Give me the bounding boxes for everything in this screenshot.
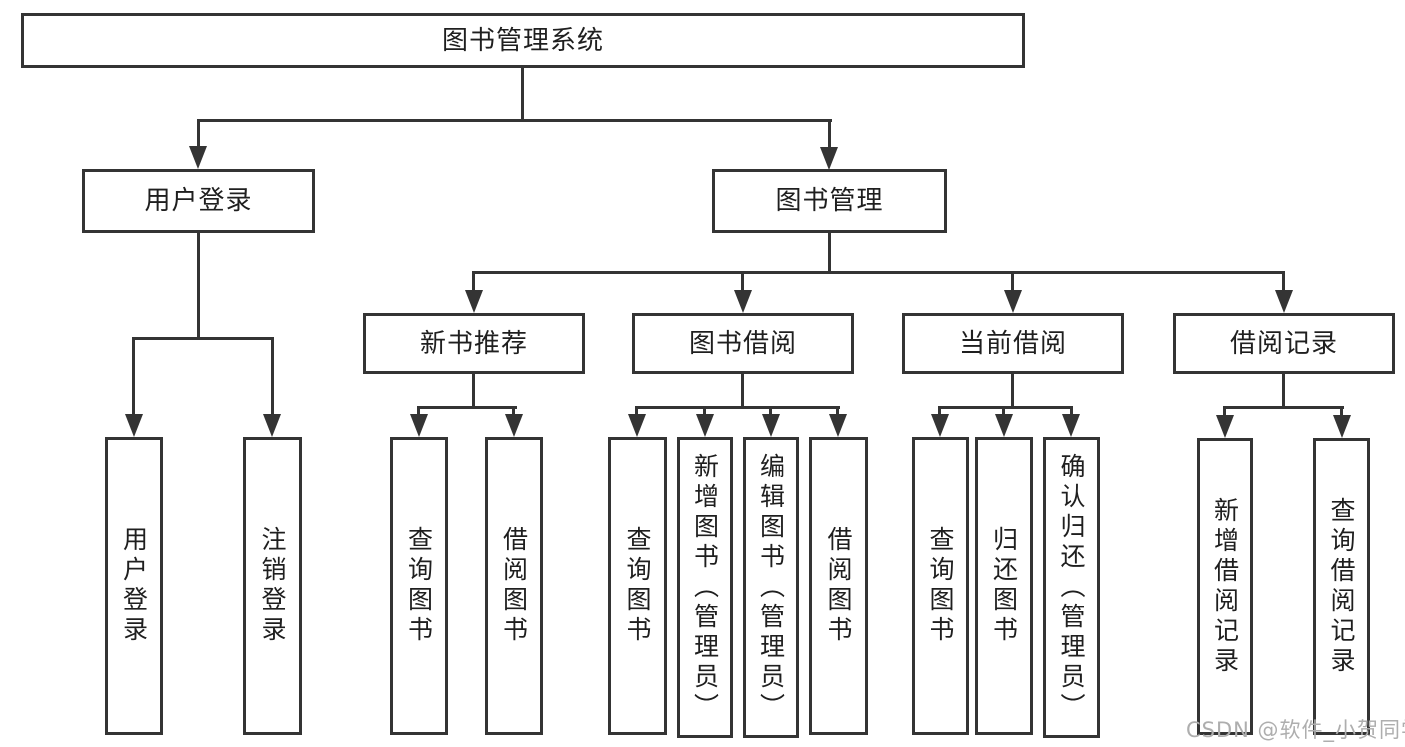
connector-leaf-drop	[769, 406, 772, 418]
connector-branch-drop	[741, 271, 744, 293]
node-borrowing-records: 借阅记录	[1173, 313, 1395, 374]
arrow-down-icon	[1333, 415, 1351, 438]
arrow-down-icon	[465, 290, 483, 313]
connector-login-bar	[132, 337, 274, 340]
leaf-confirm-return-admin: 确认归还（管理员）	[1043, 437, 1100, 738]
connector-book-mgmt-drop	[828, 119, 831, 149]
arrow-down-icon	[734, 290, 752, 313]
connector-branch-drop	[1282, 271, 1285, 293]
leaf-query-books: 查询图书	[912, 437, 969, 735]
connector-leaf-bar	[938, 406, 1073, 409]
arrow-down-icon	[696, 414, 714, 437]
connector-leaf-bar	[417, 406, 517, 409]
connector-root-stem	[521, 66, 524, 119]
connector-branch-stem	[741, 372, 744, 409]
connector-branch-stem	[1011, 372, 1014, 409]
connector-leaf-drop	[635, 406, 638, 418]
leaf-query-borrow-record: 查询借阅记录	[1313, 438, 1370, 735]
arrow-down-icon	[505, 414, 523, 437]
connector-book-mgmt-stem	[828, 231, 831, 274]
leaf-query-books: 查询图书	[390, 437, 448, 735]
arrow-down-icon	[125, 414, 143, 437]
connector-leaf-drop	[132, 337, 135, 417]
connector-level2-bar	[472, 271, 1285, 274]
leaf-logout: 注销登录	[243, 437, 302, 735]
arrow-down-icon	[820, 147, 838, 170]
arrow-down-icon	[1004, 290, 1022, 313]
arrow-down-icon	[1062, 414, 1080, 437]
connector-branch-drop	[1011, 271, 1014, 293]
arrow-down-icon	[1275, 290, 1293, 313]
node-book-management: 图书管理	[712, 169, 947, 233]
leaf-borrow-books: 借阅图书	[809, 437, 868, 735]
connector-branch-stem	[472, 372, 475, 409]
node-new-book-recommend: 新书推荐	[363, 313, 585, 374]
connector-leaf-drop	[938, 406, 941, 418]
leaf-add-books-admin: 新增图书（管理员）	[677, 437, 733, 738]
connector-leaf-drop	[836, 406, 839, 418]
csdn-watermark: CSDN @软件_小贺同学	[1186, 718, 1405, 742]
connector-leaf-bar	[1223, 406, 1344, 409]
connector-leaf-drop	[271, 337, 274, 417]
arrow-down-icon	[762, 414, 780, 437]
connector-user-login-stem	[197, 231, 200, 339]
connector-level1-bar	[197, 119, 832, 122]
node-book-borrowing: 图书借阅	[632, 313, 854, 374]
connector-leaf-bar	[635, 406, 840, 409]
leaf-borrow-books: 借阅图书	[485, 437, 543, 735]
connector-user-login-drop	[197, 119, 200, 149]
node-user-login: 用户登录	[82, 169, 315, 233]
arrow-down-icon	[931, 414, 949, 437]
arrow-down-icon	[189, 146, 207, 169]
leaf-user-login: 用户登录	[105, 437, 163, 735]
connector-branch-drop	[472, 271, 475, 293]
connector-leaf-drop	[1223, 406, 1226, 418]
node-current-borrowing: 当前借阅	[902, 313, 1124, 374]
connector-leaf-drop	[1002, 406, 1005, 418]
connector-leaf-drop	[703, 406, 706, 418]
leaf-edit-books-admin: 编辑图书（管理员）	[743, 437, 799, 738]
connector-leaf-drop	[1070, 406, 1073, 418]
leaf-return-books: 归还图书	[975, 437, 1033, 735]
node-library-system: 图书管理系统	[21, 13, 1025, 68]
arrow-down-icon	[829, 414, 847, 437]
arrow-down-icon	[263, 414, 281, 437]
leaf-add-borrow-record: 新增借阅记录	[1197, 438, 1253, 735]
connector-leaf-drop	[512, 406, 515, 418]
arrow-down-icon	[410, 414, 428, 437]
connector-branch-stem	[1282, 372, 1285, 409]
arrow-down-icon	[1216, 415, 1234, 438]
connector-leaf-drop	[1340, 406, 1343, 418]
connector-leaf-drop	[417, 406, 420, 418]
leaf-query-books: 查询图书	[608, 437, 667, 735]
arrow-down-icon	[995, 414, 1013, 437]
arrow-down-icon	[628, 414, 646, 437]
